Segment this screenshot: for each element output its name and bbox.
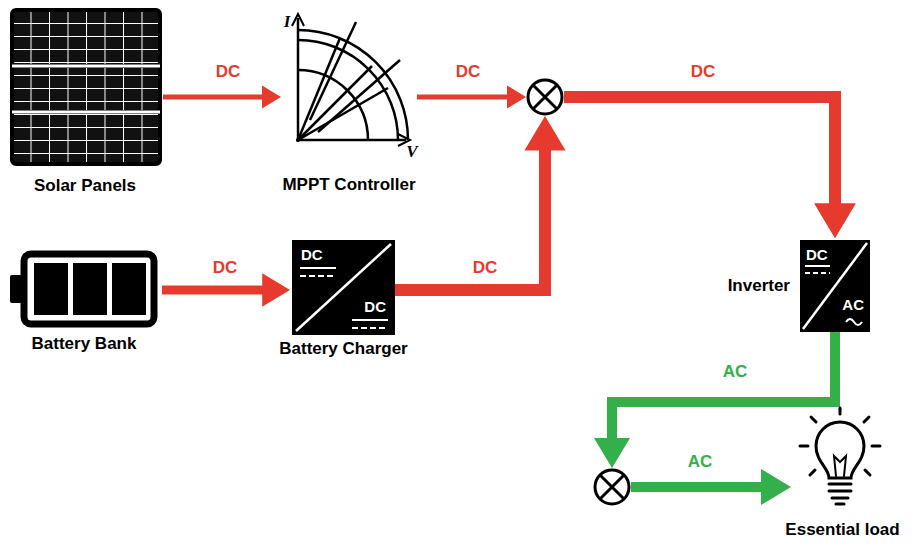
light-bulb-icon-part — [800, 408, 880, 475]
arrow-head — [507, 86, 526, 109]
signal-label: AC — [688, 452, 713, 472]
summing-junction-part — [595, 470, 629, 504]
arrow-shaft — [163, 95, 268, 100]
battery-charger: DCDCBattery Charger — [292, 240, 395, 335]
arrow-head — [761, 469, 791, 505]
battery-bank: Battery Bank — [10, 250, 158, 328]
edge-label: DC — [473, 258, 498, 278]
iv-curve-icon-part — [298, 66, 372, 140]
edge-label: DC — [216, 62, 241, 82]
dc-ac-inverter-symbol-part — [805, 272, 830, 274]
power-flow-arrow — [163, 86, 281, 109]
edge-label: DC — [213, 258, 238, 278]
battery-icon — [10, 254, 154, 324]
converter-port-label: DC — [301, 246, 323, 263]
arrow-head — [594, 438, 630, 468]
dc-ac-inverter-symbol-part — [803, 243, 867, 329]
component-label: Battery Charger — [279, 339, 408, 359]
light-bulb-icon-part — [816, 422, 864, 478]
edge-label: AC — [723, 362, 748, 382]
summing-junction-part — [600, 475, 624, 499]
solar-panel-icon-part — [12, 111, 160, 114]
iv-curve-icon-part — [296, 139, 406, 142]
summing-junction-part — [533, 85, 557, 109]
summing-junction — [595, 470, 629, 504]
battery-icon-part — [34, 263, 68, 315]
iv-curve-icon-part — [298, 40, 398, 140]
summing-junction-part — [528, 80, 562, 114]
dc-ac-inverter-symbol-part — [800, 240, 870, 332]
essential-load: Essential load — [795, 400, 890, 515]
battery-icon-part — [73, 263, 107, 315]
dc-ac-inverter-symbol — [800, 240, 870, 332]
dc-dc-converter-symbol — [292, 240, 395, 335]
dc-ac-inverter-symbol-part — [805, 265, 830, 267]
iv-curve-icon-part — [292, 14, 304, 26]
iv-curve-icon-part — [298, 30, 408, 140]
converter-port-label: AC — [842, 296, 864, 313]
dc-dc-converter-symbol-part — [296, 244, 391, 331]
light-bulb-icon-part — [829, 484, 851, 498]
component-label: MPPT Controller — [282, 175, 415, 195]
iv-curve-icon-part — [297, 18, 300, 142]
solar-panel-icon — [12, 10, 160, 164]
power-flow-arrow — [395, 97, 856, 290]
solar-panel-icon-part — [12, 65, 160, 68]
power-flow-arrow — [162, 273, 290, 306]
light-bulb-icon-part — [836, 503, 844, 506]
dc-dc-converter-symbol-part — [300, 267, 336, 269]
iv-curve-icon-part — [318, 60, 400, 132]
light-bulb-icon — [800, 408, 880, 504]
arrow-shaft — [564, 97, 835, 214]
axis-label: I — [284, 12, 291, 32]
iv-curve-icon-part — [298, 38, 340, 140]
arrow-shaft — [395, 140, 545, 290]
component-label: Solar Panels — [34, 176, 136, 196]
summing-junction — [528, 80, 562, 114]
light-bulb-icon-part — [834, 456, 846, 476]
solar-panel-icon-part — [12, 10, 160, 66]
component-label: Essential load — [785, 520, 899, 540]
mppt-controller: MPPT Controller — [283, 5, 415, 165]
arrow-shaft — [417, 95, 513, 100]
arrow-shaft — [162, 286, 271, 295]
dc-dc-converter-symbol-part — [352, 319, 388, 321]
solar-panel-icon-part — [12, 106, 160, 164]
solar-panel-array: Solar Panels — [10, 8, 160, 166]
arrow-shaft — [631, 482, 770, 492]
battery-icon-part — [24, 254, 154, 324]
arrow-head — [814, 204, 855, 238]
edge-label: DC — [456, 62, 481, 82]
battery-icon-part — [10, 275, 22, 303]
dc-dc-converter-symbol-part — [300, 275, 336, 277]
dc-dc-converter-symbol-part — [292, 240, 395, 335]
arrow-head — [262, 86, 281, 109]
arrow-head — [814, 204, 855, 238]
iv-curve-icon — [292, 14, 410, 146]
dc-ac-inverter-symbol-part — [846, 319, 862, 325]
component-label: Battery Bank — [32, 334, 137, 354]
inverter: InverterDCAC — [800, 240, 870, 332]
battery-icon-part — [112, 263, 146, 315]
arrow-shaft — [612, 332, 835, 447]
axis-label: V — [406, 142, 417, 162]
arrow-head — [524, 116, 565, 150]
dc-dc-converter-symbol-part — [352, 327, 388, 329]
arrow-head — [262, 273, 290, 306]
power-flow-arrow — [594, 332, 835, 505]
signal-label: DC — [691, 62, 716, 82]
converter-port-label: DC — [806, 246, 828, 263]
converter-port-label: DC — [364, 298, 386, 315]
arrow-shaft — [564, 97, 835, 214]
power-flow-arrow — [417, 86, 856, 239]
component-label: Inverter — [728, 276, 790, 296]
